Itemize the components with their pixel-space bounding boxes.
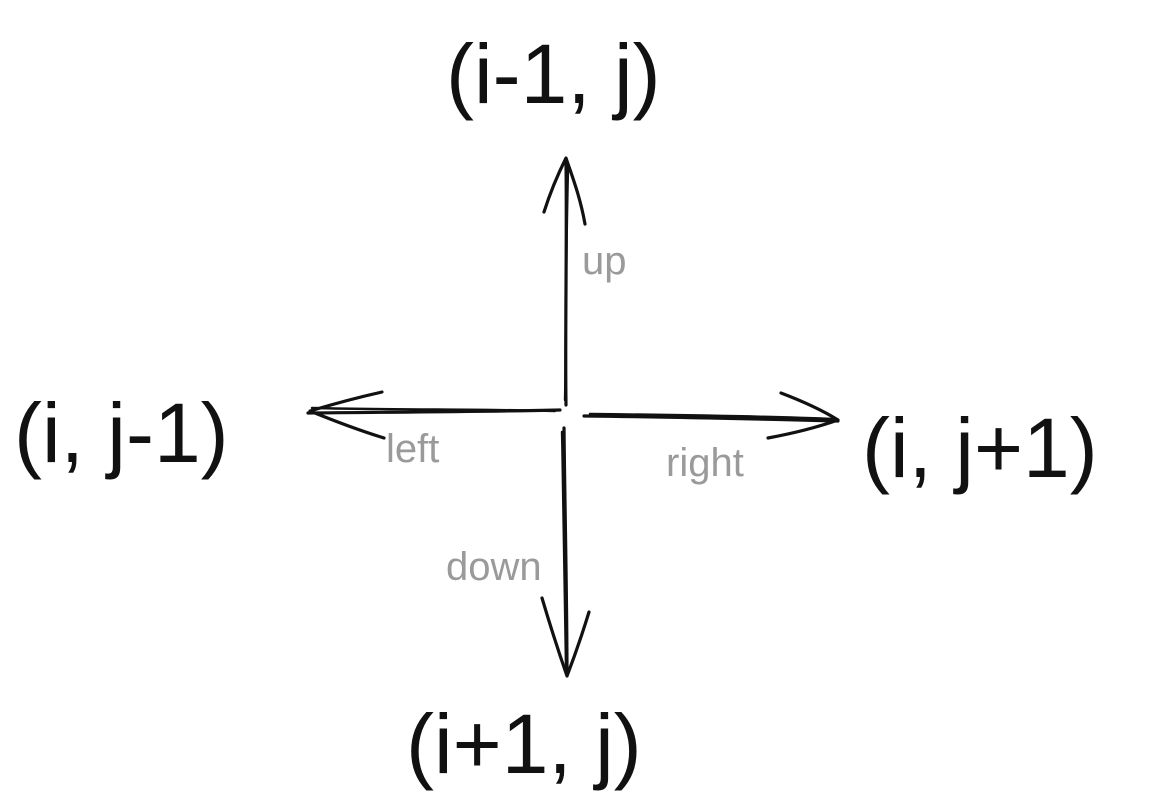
up-arrow	[542, 156, 587, 407]
top-node-label: (i-1, j)	[446, 27, 661, 121]
up-direction-label: up	[582, 239, 627, 283]
down-direction-label: down	[446, 545, 542, 589]
up-arrow-shaft-second-stroke	[563, 166, 570, 402]
right-arrow-shaft-second-stroke	[588, 412, 836, 421]
left-arrow-head	[308, 390, 386, 440]
right-arrow	[582, 391, 840, 440]
up-arrow-head	[542, 156, 587, 226]
down-arrow-shaft-second-stroke	[560, 430, 568, 670]
down-arrow-shaft	[562, 426, 569, 677]
right-node-label: (i, j+1)	[862, 401, 1098, 495]
left-arrow-shaft-second-stroke	[310, 406, 557, 413]
right-arrow-head	[766, 391, 840, 440]
left-direction-label: left	[386, 427, 439, 471]
down-arrow-head	[540, 596, 591, 678]
down-arrow	[540, 426, 591, 678]
right-direction-label: right	[666, 441, 744, 485]
left-arrow	[306, 390, 562, 440]
right-arrow-shaft	[582, 414, 840, 423]
left-node-label: (i, j-1)	[14, 386, 229, 480]
bottom-node-label: (i+1, j)	[406, 697, 642, 791]
